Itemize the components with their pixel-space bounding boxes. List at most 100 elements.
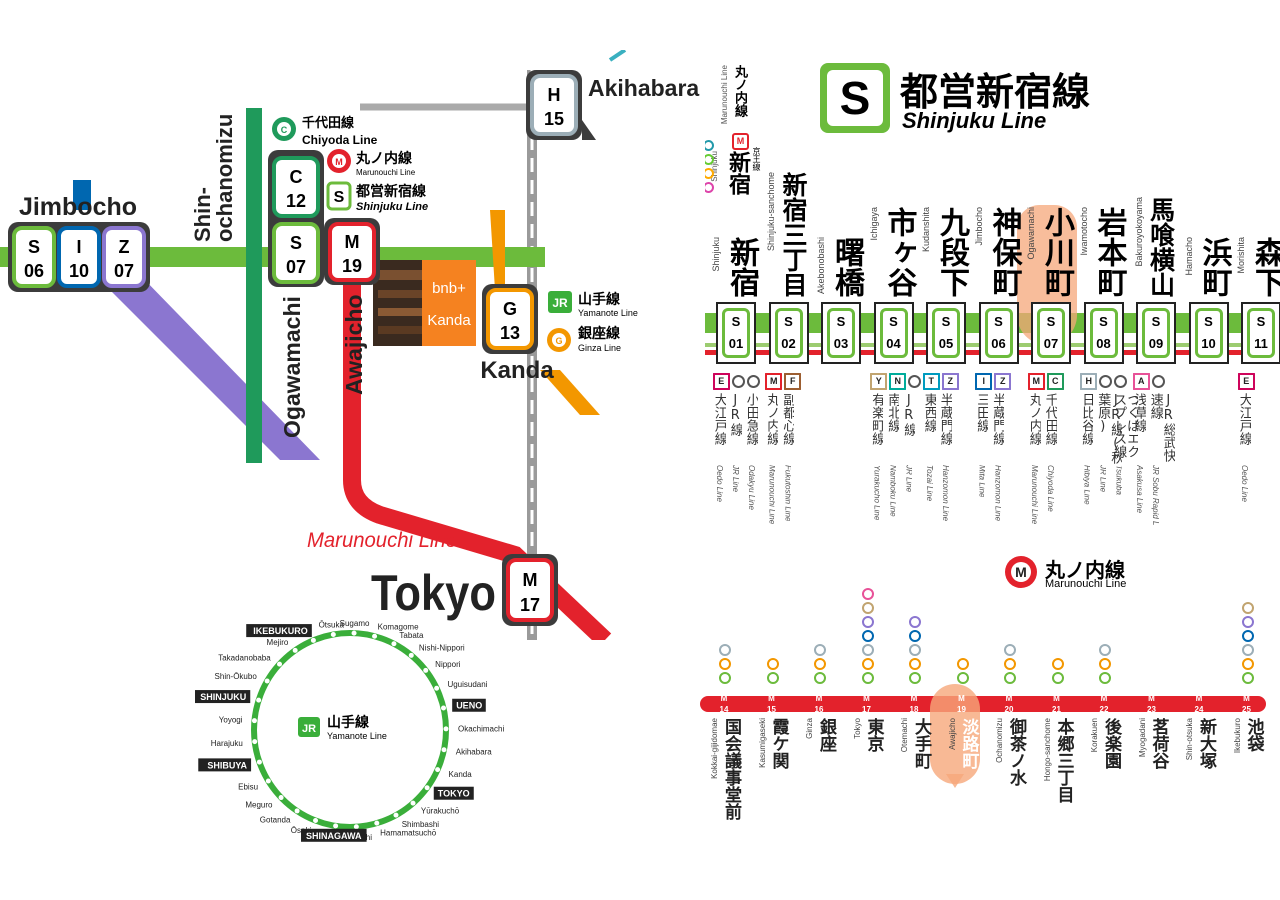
svg-text:S: S	[28, 237, 40, 257]
station-code: 08	[1096, 336, 1111, 351]
yamanote-station-label[interactable]: Kanda	[449, 770, 473, 779]
svg-text:M: M	[335, 157, 343, 167]
svg-text:JR: JR	[302, 723, 316, 735]
station-name-en: Tokyo	[853, 718, 862, 739]
marunouchi-line-bar	[700, 696, 1266, 712]
yamanote-station-label[interactable]: Shimbashi	[402, 820, 440, 829]
station-code: 04	[886, 336, 901, 351]
svg-text:銀座線: 銀座線	[578, 325, 620, 341]
svg-text:都営新宿線: 都営新宿線	[355, 183, 426, 199]
connection-jp: JR線	[728, 393, 742, 436]
shinjuku-line-title-jp: 都営新宿線	[900, 70, 1091, 114]
yamanote-station-label[interactable]: Uguisudani	[447, 680, 487, 689]
yamanote-station-dot	[393, 812, 399, 818]
yamanote-station-label[interactable]: Shin-Ōkubo	[215, 672, 258, 681]
station-name-jp: 新宿	[724, 237, 759, 297]
yamanote-station-label[interactable]: SHINAGAWA	[306, 831, 362, 841]
yamanote-station-label[interactable]: Akihabara	[456, 748, 493, 757]
yamanote-station-dot	[351, 630, 357, 636]
local-area-map: bnb+ Kanda S 06 I 10 Z 07 Jimbocho C 12 …	[0, 50, 705, 640]
station-code: 02	[781, 336, 796, 351]
yamanote-station-label[interactable]: Yoyogi	[219, 716, 243, 725]
yamanote-station-label[interactable]: Yūrakuchō	[421, 807, 460, 816]
yamanote-station-label[interactable]: Gotanda	[260, 815, 291, 824]
connection-jp: 南北線	[886, 393, 900, 432]
station-name-jp: 池袋	[1243, 718, 1264, 752]
svg-text:C: C	[281, 125, 288, 135]
connection-jp: JR線	[902, 393, 916, 436]
station-name-en: Kokkai-gijidomae	[711, 718, 719, 779]
yamanote-major-station-bg	[301, 828, 367, 842]
yamanote-station-label[interactable]: Ōtsuka	[319, 621, 345, 630]
station-name-en: Myogadani	[1138, 718, 1147, 758]
awajicho-highlight	[930, 684, 980, 784]
station-code: 10	[1201, 336, 1216, 351]
station-name-jp: 森下	[1249, 237, 1280, 297]
yamanote-station-label[interactable]: Ōsaki	[291, 826, 312, 835]
yamanote-station-label[interactable]: Okachimachi	[458, 725, 504, 734]
yamanote-major-station-bg	[198, 758, 252, 772]
connection-en: Hanzomon Line	[993, 465, 1002, 522]
transfer-dot	[719, 644, 731, 656]
jr-logo	[298, 717, 320, 737]
yamanote-station-label[interactable]: IKEBUKURO	[253, 626, 308, 636]
code-s07: S 07	[272, 222, 320, 284]
yamanote-station-label[interactable]: SHINJUKU	[200, 692, 246, 702]
yamanote-station-dot	[434, 685, 440, 691]
station-tokyo-label: Tokyo	[371, 565, 496, 621]
station-name-jp: 浜町	[1196, 237, 1232, 297]
yamanote-station-label[interactable]: SHIBUYA	[207, 760, 247, 770]
yamanote-station-label[interactable]: Takadanobaba	[218, 653, 271, 662]
yamanote-station-label[interactable]: Hamamatsuchō	[380, 829, 437, 838]
yamanote-station-label[interactable]: Tabata	[399, 631, 424, 640]
connection-badge: F	[784, 373, 802, 391]
yamanote-station-label[interactable]: TOKYO	[438, 789, 470, 799]
yamanote-station-label[interactable]: UENO	[456, 701, 482, 711]
yamanote-station-label[interactable]: Harajuku	[211, 739, 243, 748]
yamanote-station-label[interactable]: Nishi-Nippori	[419, 644, 465, 653]
yamanote-station-label[interactable]: Mejiro	[267, 638, 289, 647]
yamanote-station-label[interactable]: Komagome	[378, 623, 419, 632]
yamanote-station-label[interactable]: Nippori	[435, 660, 461, 669]
svg-text:19: 19	[342, 256, 362, 276]
connection-badge	[1099, 375, 1113, 389]
transfer-dot	[1241, 672, 1254, 684]
yamanote-station-label[interactable]: Ebisu	[238, 782, 258, 791]
connection-jp: 小田急線	[744, 393, 758, 445]
station-name-en: Akebonobashi	[817, 237, 826, 295]
yamanote-station-label[interactable]: Meguro	[245, 801, 273, 810]
station-kanda-label: Kanda	[480, 357, 554, 384]
station-code: 19	[957, 705, 966, 714]
connection-jp: 日比谷線	[1080, 393, 1094, 445]
code-h15: H 15	[530, 74, 578, 136]
yamanote-station-label[interactable]: Sugamo	[340, 619, 370, 628]
yamanote-station-dot	[408, 652, 414, 658]
